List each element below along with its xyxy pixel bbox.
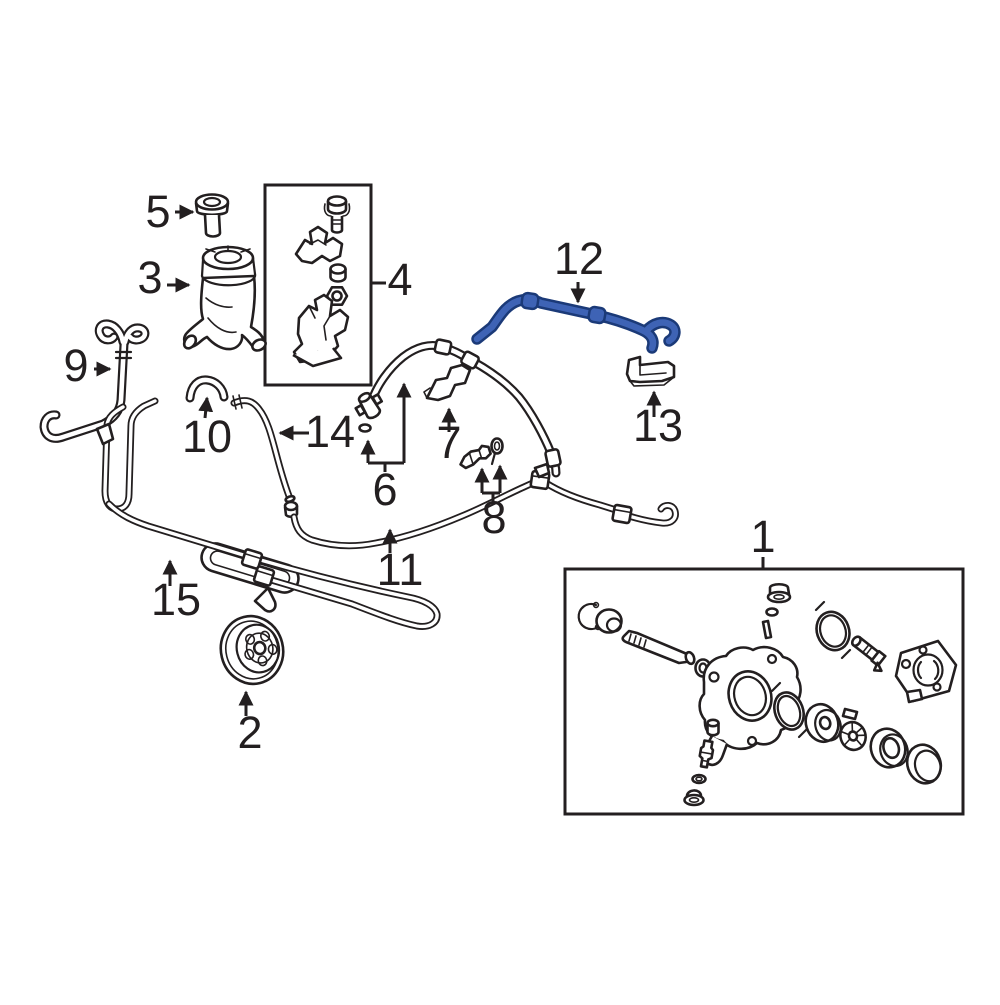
callout-3: 3 bbox=[137, 252, 191, 303]
rear-cover-drawing bbox=[894, 639, 958, 704]
callouts: 1 2 3 4 5 6 7 8 bbox=[63, 186, 775, 758]
callout-8: 8 bbox=[474, 464, 508, 543]
valve-stack-drawing bbox=[683, 718, 720, 807]
cam-ring-drawing bbox=[869, 727, 909, 769]
part-7-bracket bbox=[423, 363, 472, 402]
callout-15: 15 bbox=[151, 559, 201, 625]
callout-7: 7 bbox=[436, 407, 462, 468]
part-10-hose bbox=[185, 375, 229, 403]
part-number-label-2: 2 bbox=[237, 707, 262, 758]
mount-bolt-drawing bbox=[850, 635, 887, 673]
bolt-drawing bbox=[323, 195, 351, 234]
callout-11: 11 bbox=[377, 528, 424, 595]
part-number-label-13: 13 bbox=[633, 400, 683, 451]
leader-line-8 bbox=[482, 491, 500, 505]
callout-14: 14 bbox=[278, 406, 355, 457]
part-12-highlighted-hose bbox=[471, 291, 681, 354]
part-number-label-5: 5 bbox=[145, 186, 170, 237]
rotor-drawing bbox=[839, 720, 867, 752]
part-number-label-10: 10 bbox=[182, 411, 232, 462]
part-3-reservoir bbox=[182, 245, 267, 352]
spacer-drawing bbox=[329, 263, 347, 283]
part-14-return-hose bbox=[230, 394, 299, 519]
part-8-fittings bbox=[459, 437, 504, 470]
pressure-plate-drawing bbox=[804, 702, 842, 744]
part-number-label-3: 3 bbox=[137, 252, 162, 303]
part-number-label-15: 15 bbox=[151, 574, 201, 625]
part-number-label-4: 4 bbox=[387, 254, 412, 305]
callout-9: 9 bbox=[63, 340, 112, 391]
part-5-reservoir-cap bbox=[194, 193, 230, 238]
part-number-label-9: 9 bbox=[63, 340, 88, 391]
part-11-return-pipe bbox=[290, 469, 679, 550]
callout-12: 12 bbox=[554, 233, 604, 304]
callout-1: 1 bbox=[750, 511, 776, 568]
part-1-pump-assembly-box bbox=[563, 567, 965, 816]
callout-6: 6 bbox=[360, 382, 412, 515]
end-ring-drawing bbox=[905, 743, 943, 785]
part-number-label-14: 14 bbox=[305, 406, 355, 457]
callout-10: 10 bbox=[182, 396, 232, 462]
callout-4: 4 bbox=[372, 254, 413, 305]
part-number-label-6: 6 bbox=[372, 464, 397, 515]
part-number-label-12: 12 bbox=[554, 233, 604, 284]
part-6-pressure-hose bbox=[354, 338, 562, 479]
part-2-pulley bbox=[219, 614, 285, 686]
callout-13: 13 bbox=[633, 390, 683, 451]
callout-5: 5 bbox=[145, 186, 195, 237]
leader-arrow-10 bbox=[198, 396, 214, 419]
part-15-cooler-pipe bbox=[95, 397, 441, 630]
callout-2: 2 bbox=[237, 690, 263, 758]
leader-line-6 bbox=[368, 461, 404, 472]
upper-bracket-drawing bbox=[294, 225, 344, 265]
lower-bracket-drawing bbox=[292, 293, 350, 364]
part-13-bracket bbox=[625, 355, 676, 387]
part-number-label-11: 11 bbox=[377, 544, 424, 595]
part-4-bracket-kit-box bbox=[263, 183, 373, 387]
banjo-fitting-drawing bbox=[354, 391, 384, 420]
shaft-drawing bbox=[621, 629, 696, 666]
part-number-label-1: 1 bbox=[750, 511, 775, 562]
